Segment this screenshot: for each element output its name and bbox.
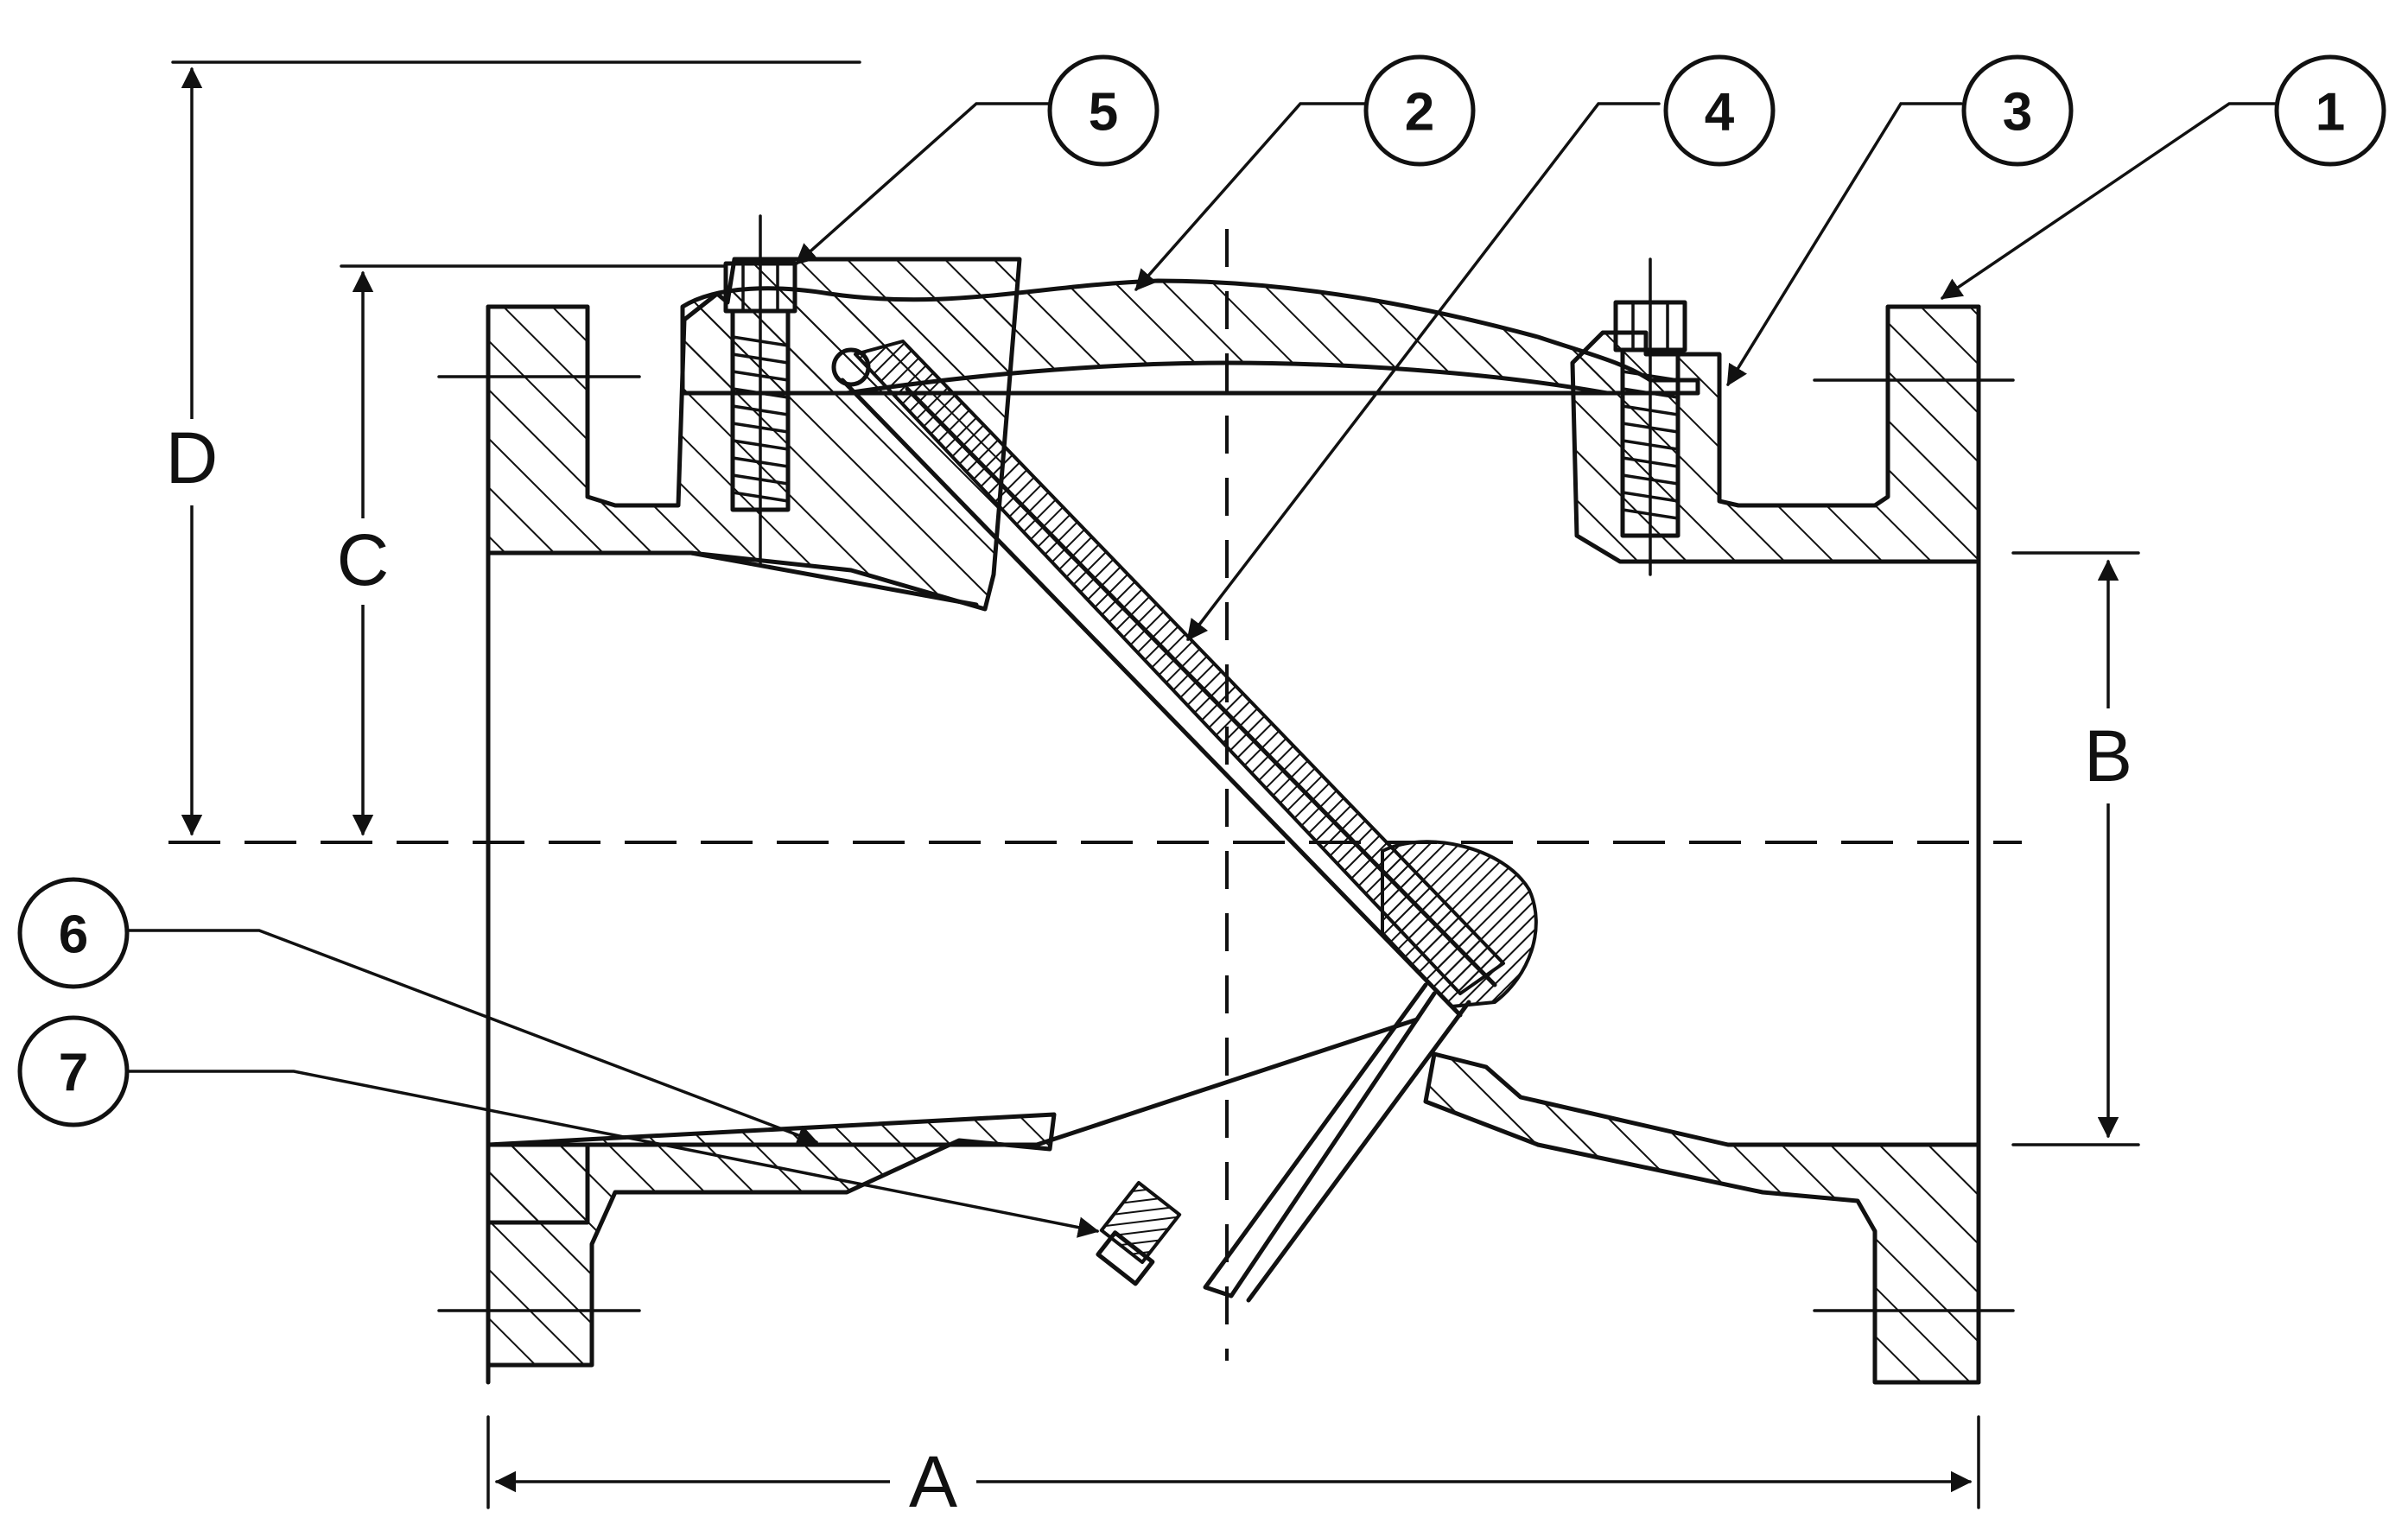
callout-5-label: 5	[1089, 83, 1118, 143]
callout-6-label: 6	[59, 905, 88, 965]
callout-2-label: 2	[1405, 83, 1434, 143]
callout-6: 6	[17, 877, 130, 989]
leader-4	[1186, 102, 1661, 641]
callout-3-label: 3	[2003, 83, 2032, 143]
leader-5	[795, 102, 1052, 265]
leader-6	[124, 929, 819, 1146]
leader-2	[1134, 102, 1367, 291]
body-bore-top-line	[486, 550, 979, 607]
callout-5: 5	[1047, 54, 1160, 167]
dimension-a-label: A	[909, 1441, 957, 1522]
callout-1-label: 1	[2316, 83, 2345, 143]
left-cover-bolt	[723, 214, 797, 568]
dimension-d-label: D	[166, 417, 219, 498]
valve-cover	[680, 278, 1700, 396]
valve-disc	[831, 340, 1538, 1303]
dimension-b-label: B	[2084, 715, 2132, 797]
dimension-d: D	[156, 60, 861, 836]
leader-3	[1726, 102, 1963, 387]
callout-2: 2	[1363, 54, 1476, 167]
dimension-c-label: C	[337, 519, 390, 600]
dimension-a: A	[486, 1415, 1980, 1524]
callout-4-label: 4	[1705, 83, 1735, 143]
callout-3: 3	[1961, 54, 2074, 167]
leader-1	[1940, 102, 2278, 300]
callout-7: 7	[17, 1015, 130, 1127]
drain-plug	[1096, 1180, 1182, 1286]
right-cover-bolt	[1613, 257, 1687, 576]
right-outlet-flange	[1423, 304, 1981, 1385]
leader-7	[124, 1070, 1100, 1238]
callout-1: 1	[2274, 54, 2386, 167]
callout-7-label: 7	[59, 1044, 88, 1103]
body-bore-bottom-line	[486, 1017, 1420, 1147]
dimension-b: B	[2011, 551, 2144, 1146]
dimension-c: C	[327, 264, 727, 836]
callout-4: 4	[1663, 54, 1776, 167]
